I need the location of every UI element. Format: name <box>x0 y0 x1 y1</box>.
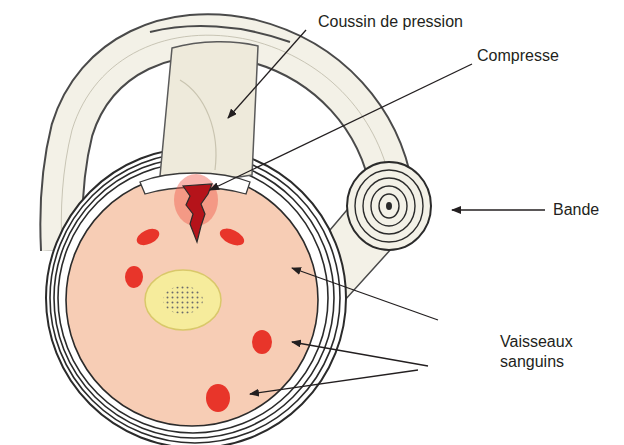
callout-label: Coussin de pression <box>318 12 463 32</box>
bone-marrow <box>163 286 203 314</box>
bandage-roll <box>347 162 431 250</box>
cushion-fold <box>180 80 216 170</box>
leader-lines <box>210 30 545 394</box>
limb-flesh <box>66 174 318 426</box>
callout-label: Bande <box>553 200 599 220</box>
callout-label: Vaisseaux sanguins <box>500 332 596 372</box>
limb-bandage-rings <box>46 148 346 445</box>
callout-label: Compresse <box>477 46 559 66</box>
blood-vessels <box>125 225 272 412</box>
wound <box>183 184 212 242</box>
bone <box>145 270 221 330</box>
pressure-cushion <box>160 42 258 179</box>
bandage-edge <box>150 26 290 42</box>
